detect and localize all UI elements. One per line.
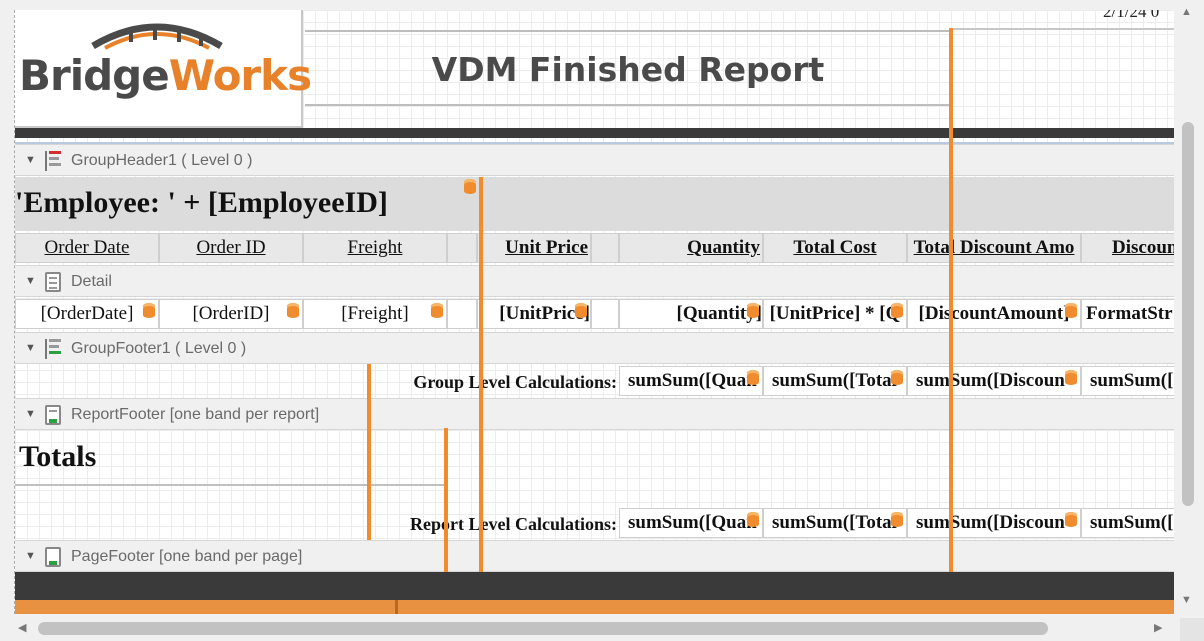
detail-band-icon <box>45 272 61 292</box>
report-title: VDM Finished Report <box>431 50 825 89</box>
collapse-arrow-icon[interactable]: ▼ <box>25 550 36 562</box>
group-header-icon <box>45 151 61 171</box>
detail-field-quantity[interactable]: [Quantity] <box>619 299 763 329</box>
scroll-left-icon[interactable]: ◀ <box>18 622 27 634</box>
band-label-groupheader: GroupHeader1 ( Level 0 ) <box>71 152 253 169</box>
database-icon <box>464 179 476 194</box>
orange-guide-line <box>444 428 448 572</box>
report-calc-label[interactable]: Report Level Calculations: <box>410 514 617 534</box>
band-header-groupfooter[interactable]: ▼ GroupFooter1 ( Level 0 ) <box>15 332 1174 364</box>
detail-field-unit-price[interactable]: [UnitPrice] <box>477 299 591 329</box>
logo-box[interactable]: BridgeWorks <box>15 10 312 128</box>
database-icon <box>747 303 759 318</box>
column-header-freight[interactable]: Freight <box>303 233 447 263</box>
report-footer-icon <box>45 405 61 425</box>
report-date[interactable]: 2/1/24 0 <box>1103 10 1160 21</box>
vertical-scrollbar[interactable]: ▲ ▼ <box>1180 0 1204 618</box>
totals-label[interactable]: Totals <box>19 440 97 473</box>
detail-field-order-id[interactable]: [OrderID] <box>159 299 303 329</box>
column-header-total-discount[interactable]: Total Discount Amo <box>907 233 1081 263</box>
top-strip <box>0 0 1180 10</box>
vertical-scroll-thumb[interactable] <box>1182 122 1194 506</box>
totals-underline <box>15 484 445 486</box>
database-icon <box>287 303 299 318</box>
report-sum-discount[interactable]: sumSum([Discoun <box>907 508 1081 538</box>
scroll-up-icon[interactable]: ▲ <box>1181 6 1192 18</box>
database-icon <box>891 303 903 318</box>
report-sum-total-cost[interactable]: sumSum([Total <box>763 508 907 538</box>
band-header-pagefooter[interactable]: ▼ PageFooter [one band per page] <box>15 540 1174 572</box>
collapse-arrow-icon[interactable]: ▼ <box>25 342 36 354</box>
database-icon <box>1065 303 1077 318</box>
group-sum-quantity[interactable]: sumSum([Quan <box>619 366 763 396</box>
database-icon <box>1065 370 1077 385</box>
orange-guide-line <box>367 364 371 540</box>
orange-guide-line <box>949 28 953 572</box>
report-sum-extra[interactable]: sumSum([ <box>1081 508 1174 538</box>
group-sum-extra[interactable]: sumSum([ <box>1081 366 1174 396</box>
report-design-surface[interactable]: BridgeWorks VDM Finished Report 2/1/24 0… <box>14 10 1174 614</box>
group-calc-label[interactable]: Group Level Calculations: <box>413 372 617 392</box>
employee-expression: 'Employee: ' + [EmployeeID] <box>15 186 388 219</box>
logo-wordmark: BridgeWorks <box>19 50 312 102</box>
band-header-detail[interactable]: ▼ Detail <box>15 265 1174 297</box>
collapse-arrow-icon[interactable]: ▼ <box>25 154 36 166</box>
database-icon <box>575 303 587 318</box>
detail-field-order-date[interactable]: [OrderDate] <box>15 299 159 329</box>
band-label-groupfooter: GroupFooter1 ( Level 0 ) <box>71 340 247 357</box>
collapse-arrow-icon[interactable]: ▼ <box>25 275 36 287</box>
column-header-spacer <box>591 233 619 263</box>
column-header-order-id[interactable]: Order ID <box>159 233 303 263</box>
footer-tick-mark <box>395 600 398 614</box>
bridge-arch-icon <box>91 23 223 50</box>
database-icon <box>431 303 443 318</box>
detail-field-format-string[interactable]: FormatStr <box>1081 299 1174 329</box>
database-icon <box>1065 512 1077 527</box>
database-icon <box>891 512 903 527</box>
band-label-pagefooter: PageFooter [one band per page] <box>71 548 303 565</box>
column-header-total-cost[interactable]: Total Cost <box>763 233 907 263</box>
group-sum-total-cost[interactable]: sumSum([Total <box>763 366 907 396</box>
column-header-quantity[interactable]: Quantity <box>619 233 763 263</box>
band-label-detail: Detail <box>71 273 112 290</box>
page-footer-orange-strip <box>15 600 1174 614</box>
group-sum-discount[interactable]: sumSum([Discoun <box>907 366 1081 396</box>
report-title-box[interactable]: VDM Finished Report <box>305 30 951 106</box>
detail-field-discount-amount[interactable]: [DiscountAmount] <box>907 299 1081 329</box>
database-icon <box>747 370 759 385</box>
band-header-groupheader[interactable]: ▼ GroupHeader1 ( Level 0 ) <box>15 144 1174 176</box>
logo-bridge-text: Bridge <box>19 51 170 100</box>
database-icon <box>747 512 759 527</box>
orange-guide-line <box>479 177 483 572</box>
horizontal-scrollbar[interactable]: ◀ ▶ <box>14 618 1180 641</box>
detail-field-freight[interactable]: [Freight] <box>303 299 447 329</box>
page-footer-bar <box>15 572 1174 600</box>
detail-field-total-cost[interactable]: [UnitPrice] * [Q <box>763 299 907 329</box>
column-header-spacer <box>447 233 477 263</box>
band-label-reportfooter: ReportFooter [one band per report] <box>71 406 320 423</box>
page-header-bar <box>15 128 1174 138</box>
detail-spacer <box>591 299 619 329</box>
group-footer-icon <box>45 339 61 359</box>
column-header-order-date[interactable]: Order Date <box>15 233 159 263</box>
band-divider <box>15 142 1174 144</box>
logo-works-text: Works <box>168 51 312 100</box>
scroll-down-icon[interactable]: ▼ <box>1181 594 1192 606</box>
date-underline <box>951 28 1174 30</box>
scroll-right-icon[interactable]: ▶ <box>1154 622 1163 634</box>
detail-spacer <box>447 299 477 329</box>
scrollbar-corner <box>1180 618 1204 641</box>
collapse-arrow-icon[interactable]: ▼ <box>25 408 36 420</box>
column-header-discount[interactable]: Discoun <box>1081 233 1174 263</box>
band-header-reportfooter[interactable]: ▼ ReportFooter [one band per report] <box>15 398 1174 430</box>
report-sum-quantity[interactable]: sumSum([Quan <box>619 508 763 538</box>
employee-group-band[interactable]: 'Employee: ' + [EmployeeID] <box>15 177 1174 231</box>
page-footer-icon <box>45 547 61 567</box>
horizontal-scroll-thumb[interactable] <box>38 622 1048 635</box>
database-icon <box>143 303 155 318</box>
column-header-unit-price[interactable]: Unit Price <box>477 233 591 263</box>
database-icon <box>891 370 903 385</box>
